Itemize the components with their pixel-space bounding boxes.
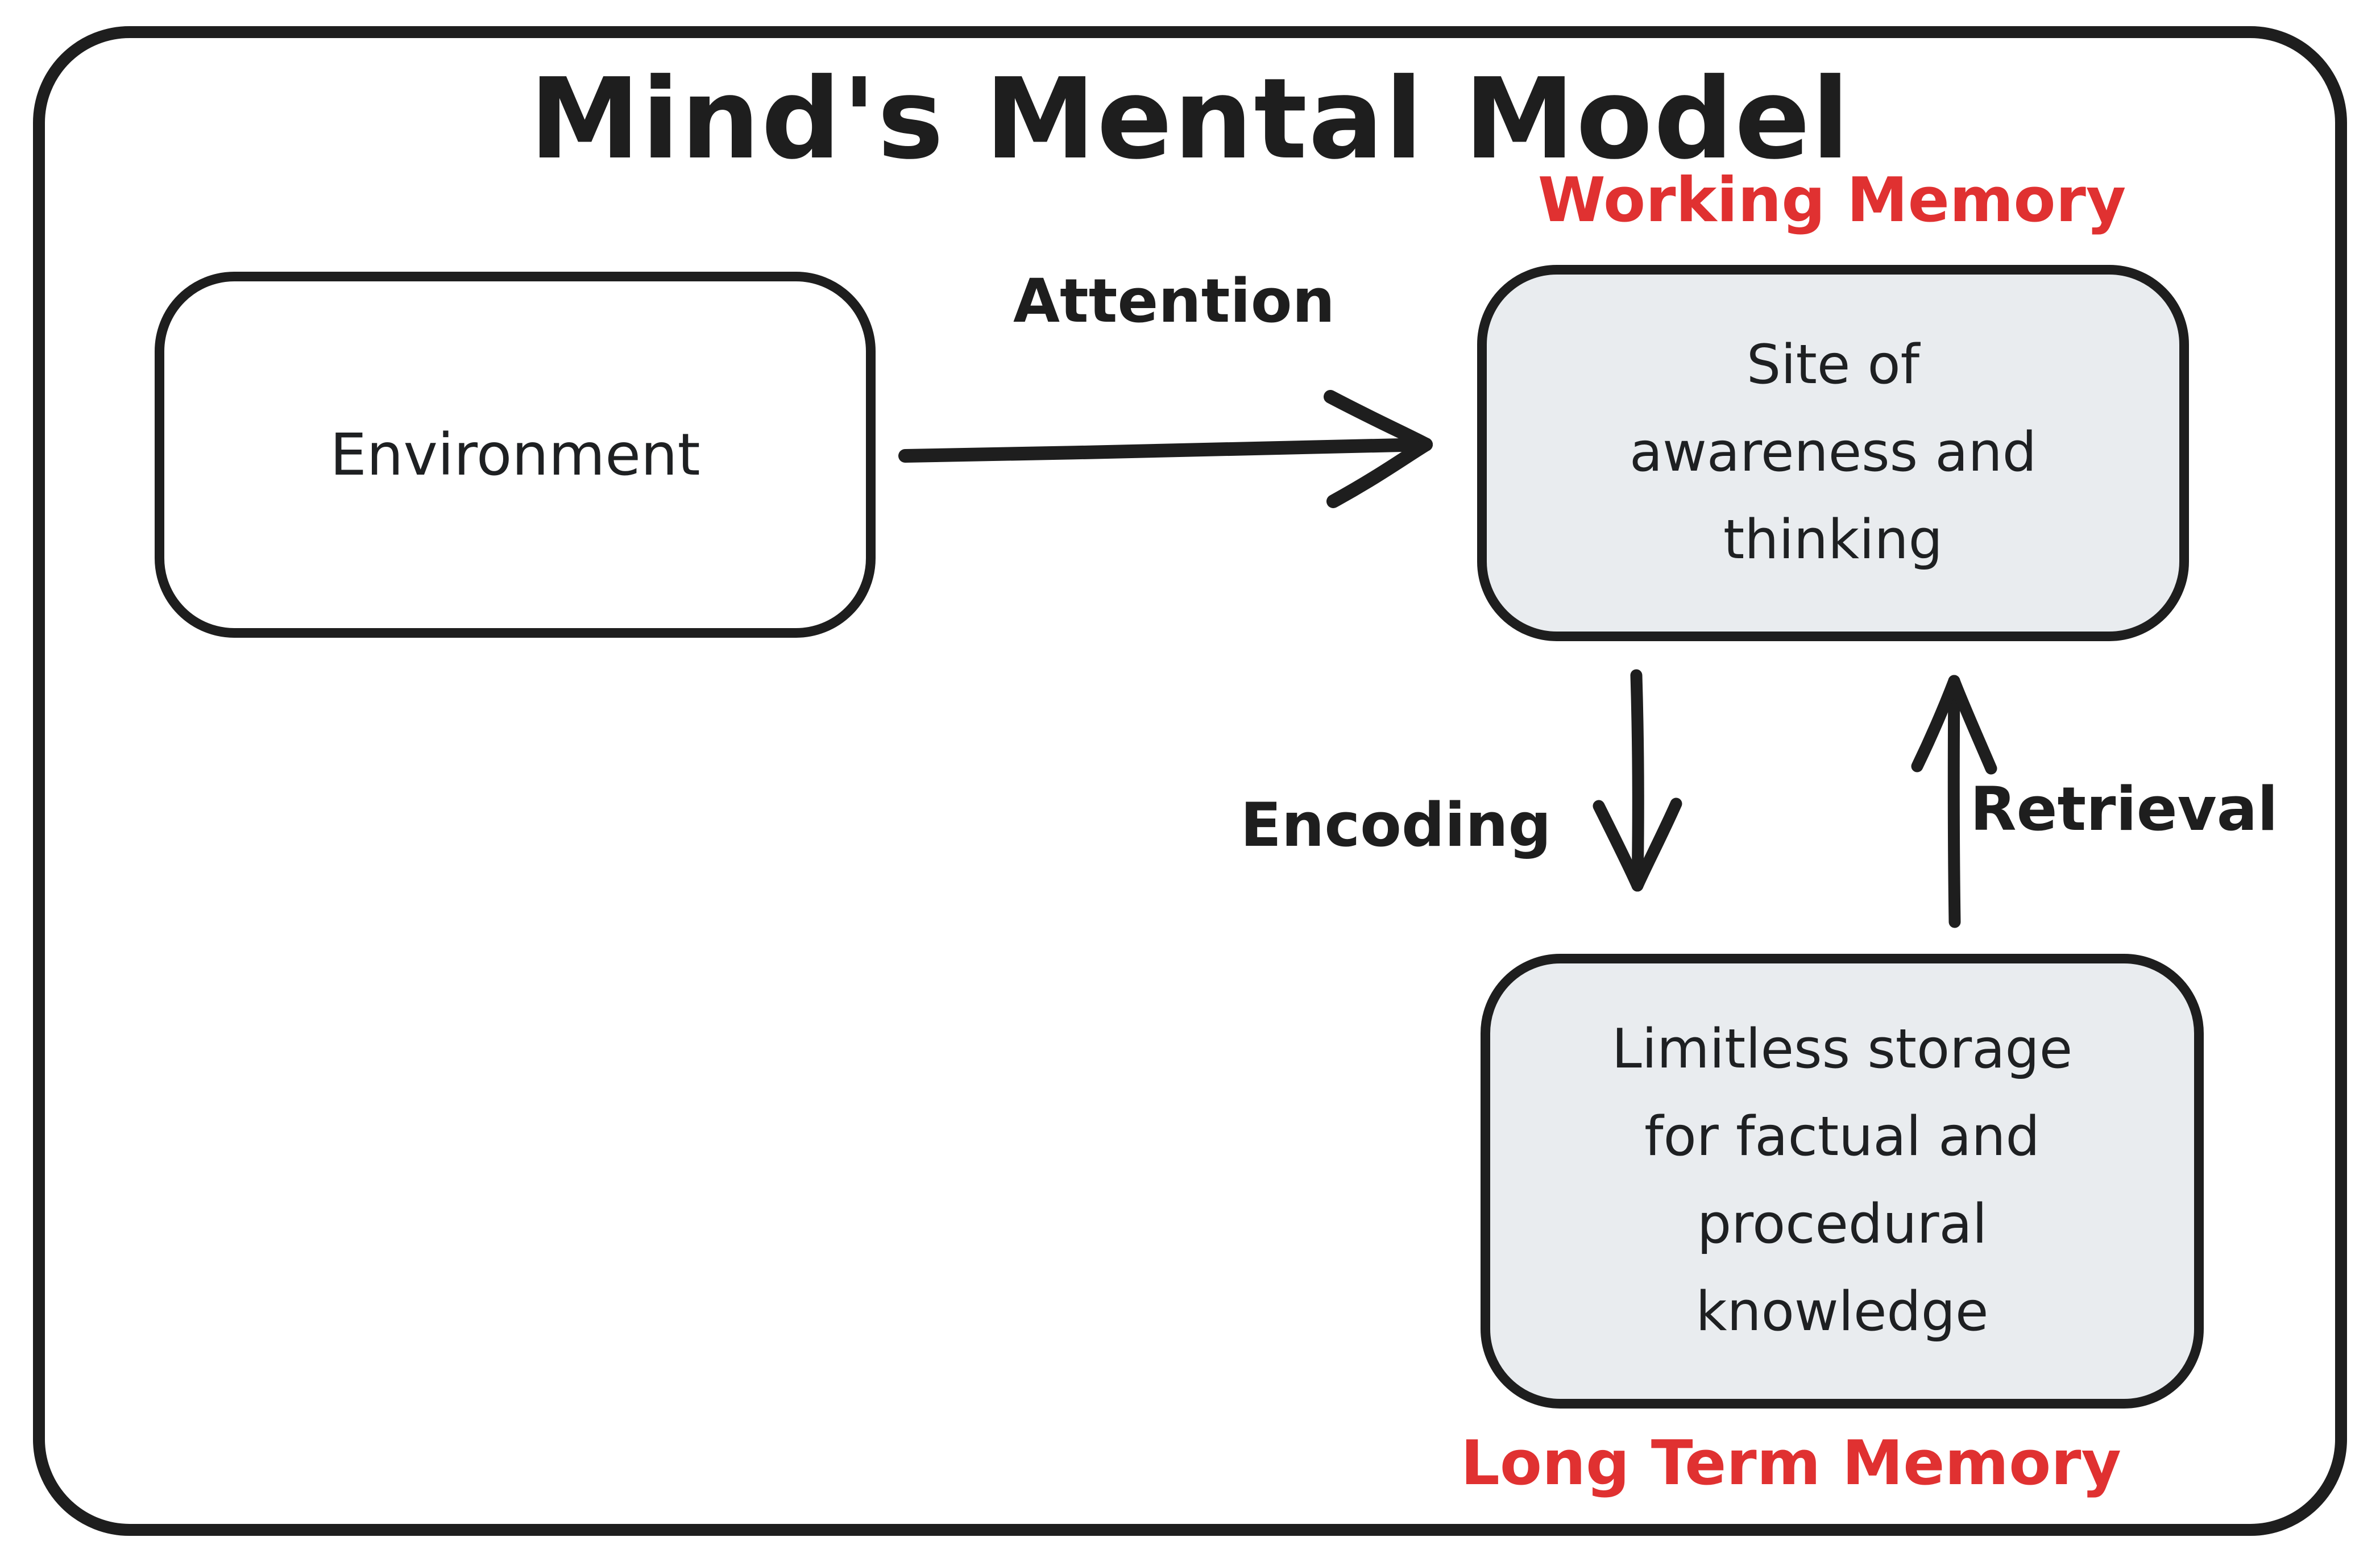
attention-arrow [898, 390, 1433, 508]
encoding-arrow [1593, 669, 1682, 892]
diagram-frame [33, 26, 2347, 1536]
retrieval-arrow [1911, 675, 1997, 928]
diagram-title: Mind's Mental Model [529, 55, 1851, 184]
retrieval-edge-label: Retrieval [1970, 774, 2278, 844]
working-memory-line: Site of [1746, 334, 1920, 397]
long-term-memory-node: Limitless storage for factual and proced… [1481, 954, 2204, 1409]
environment-node: Environment [155, 272, 876, 638]
working-memory-line: thinking [1723, 508, 1943, 571]
working-memory-node: Site of awareness and thinking [1477, 265, 2189, 641]
long-term-memory-line: Limitless storage [1611, 1018, 2073, 1081]
long-term-memory-caption: Long Term Memory [1461, 1428, 2121, 1499]
attention-edge-label: Attention [1013, 266, 1336, 336]
encoding-edge-label: Encoding [1240, 790, 1552, 860]
long-term-memory-line: knowledge [1695, 1280, 1989, 1343]
long-term-memory-line: procedural [1697, 1193, 1988, 1256]
working-memory-caption: Working Memory [1537, 165, 2126, 236]
long-term-memory-line: for factual and [1644, 1106, 2040, 1169]
working-memory-line: awareness and [1629, 421, 2037, 484]
environment-label: Environment [330, 421, 700, 489]
